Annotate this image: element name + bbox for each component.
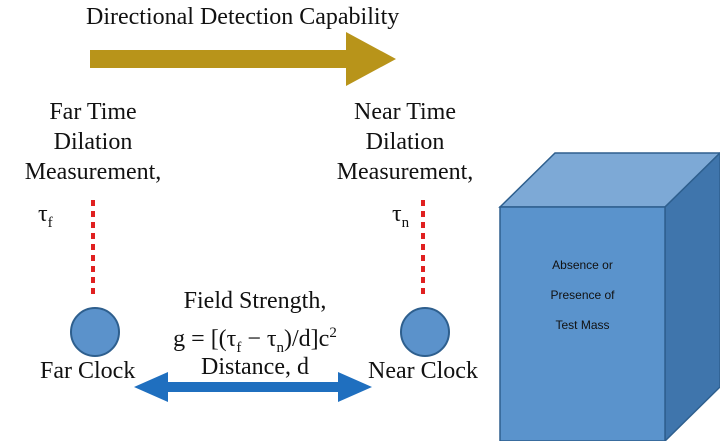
box-front-face bbox=[499, 206, 666, 441]
box-line1: Absence or bbox=[552, 258, 613, 272]
near-tau-subscript: n bbox=[401, 215, 410, 231]
eq-part3: )/d]c bbox=[284, 326, 330, 352]
box-line2: Presence of bbox=[550, 288, 615, 302]
eq-part1: g = [(τ bbox=[173, 326, 237, 352]
distance-label: Distance, d bbox=[201, 354, 309, 380]
near-label-line2: Dilation bbox=[365, 129, 445, 155]
field-equation: g = [(τf − τn)/d]c2 bbox=[140, 318, 370, 363]
near-tau: τ bbox=[392, 201, 402, 227]
field-strength-label: Field Strength, bbox=[183, 288, 327, 314]
near-label-line3: Measurement, bbox=[336, 159, 474, 185]
directional-arrow bbox=[90, 32, 396, 86]
box-line3: Test Mass bbox=[555, 318, 610, 332]
far-tau-subscript: f bbox=[47, 215, 53, 231]
near-measurement-label: Near Time Dilation Measurement, bbox=[330, 97, 480, 187]
test-mass-label: Absence or Presence of Test Mass bbox=[500, 250, 665, 340]
far-label-line2: Dilation bbox=[53, 129, 133, 155]
far-clock-label: Far Clock bbox=[40, 358, 136, 384]
near-label-line1: Near Time bbox=[354, 99, 456, 125]
eq-sub-f: f bbox=[236, 340, 242, 356]
far-tau-symbol: τf bbox=[38, 199, 53, 238]
far-label-line3: Measurement, bbox=[24, 159, 162, 185]
distance-arrow bbox=[134, 372, 372, 402]
far-measurement-label: Far Time Dilation Measurement, bbox=[18, 97, 168, 187]
eq-sup-2: 2 bbox=[329, 325, 337, 341]
far-clock-circle bbox=[70, 307, 120, 357]
far-label-line1: Far Time bbox=[49, 99, 137, 125]
near-clock-circle bbox=[400, 307, 450, 357]
near-tau-symbol: τn bbox=[392, 199, 409, 238]
diagram-title: Directional Detection Capability bbox=[86, 4, 400, 30]
near-clock-label: Near Clock bbox=[368, 358, 478, 384]
eq-part2: − τ bbox=[241, 326, 277, 352]
far-tau: τ bbox=[38, 201, 48, 227]
eq-sub-n: n bbox=[276, 340, 285, 356]
